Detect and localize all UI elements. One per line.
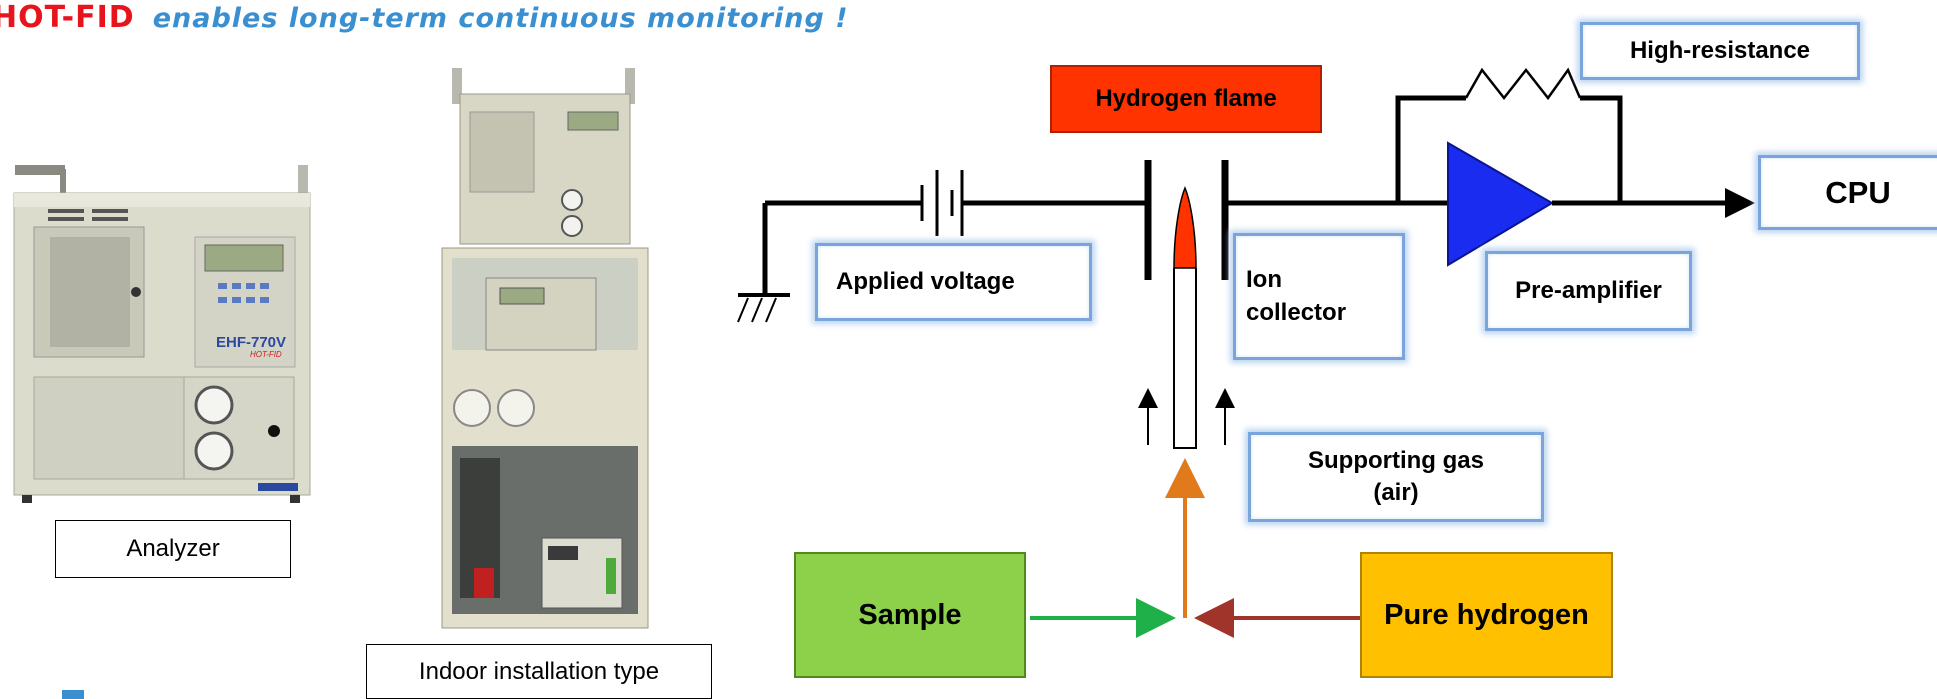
hydrogen-flame-label: Hydrogen flame	[1050, 65, 1322, 133]
supporting-gas-line2: (air)	[1373, 479, 1419, 506]
page-title: HOT-FID enables long-term continuous moni…	[0, 0, 849, 40]
analyzer-model-subtext: HOT-FID	[250, 350, 282, 359]
analyzer-caption: Analyzer	[55, 520, 291, 578]
brand-name: HOT-FID	[0, 0, 135, 35]
high-resistance-label: High-resistance	[1580, 22, 1860, 80]
pure-hydrogen-box: Pure hydrogen	[1360, 552, 1613, 678]
supporting-gas-line1: Supporting gas	[1308, 446, 1484, 474]
applied-voltage-label: Applied voltage	[815, 243, 1092, 321]
sample-box: Sample	[794, 552, 1026, 678]
pre-amplifier-label: Pre-amplifier	[1485, 251, 1692, 331]
cpu-label: CPU	[1758, 155, 1937, 230]
burner-tube	[1173, 268, 1197, 449]
indoor-installation-caption: Indoor installation type	[366, 644, 712, 699]
ion-collector-line2: collector	[1246, 298, 1347, 326]
ion-collector-label: Ion collector	[1233, 233, 1405, 360]
corner-accent	[62, 690, 84, 699]
slogan: enables long-term continuous monitoring …	[152, 3, 849, 34]
supporting-gas-label: Supporting gas (air)	[1248, 432, 1544, 522]
resistor-icon	[1464, 67, 1582, 101]
analyzer-photo: EHF-770V HOT-FID	[13, 165, 311, 503]
amplifier-icon	[1447, 141, 1554, 267]
flame-icon	[1173, 186, 1197, 269]
ion-collector-line1: Ion	[1246, 266, 1282, 294]
indoor-installation-photo	[441, 68, 649, 629]
analyzer-model-text: EHF-770V	[216, 334, 286, 351]
